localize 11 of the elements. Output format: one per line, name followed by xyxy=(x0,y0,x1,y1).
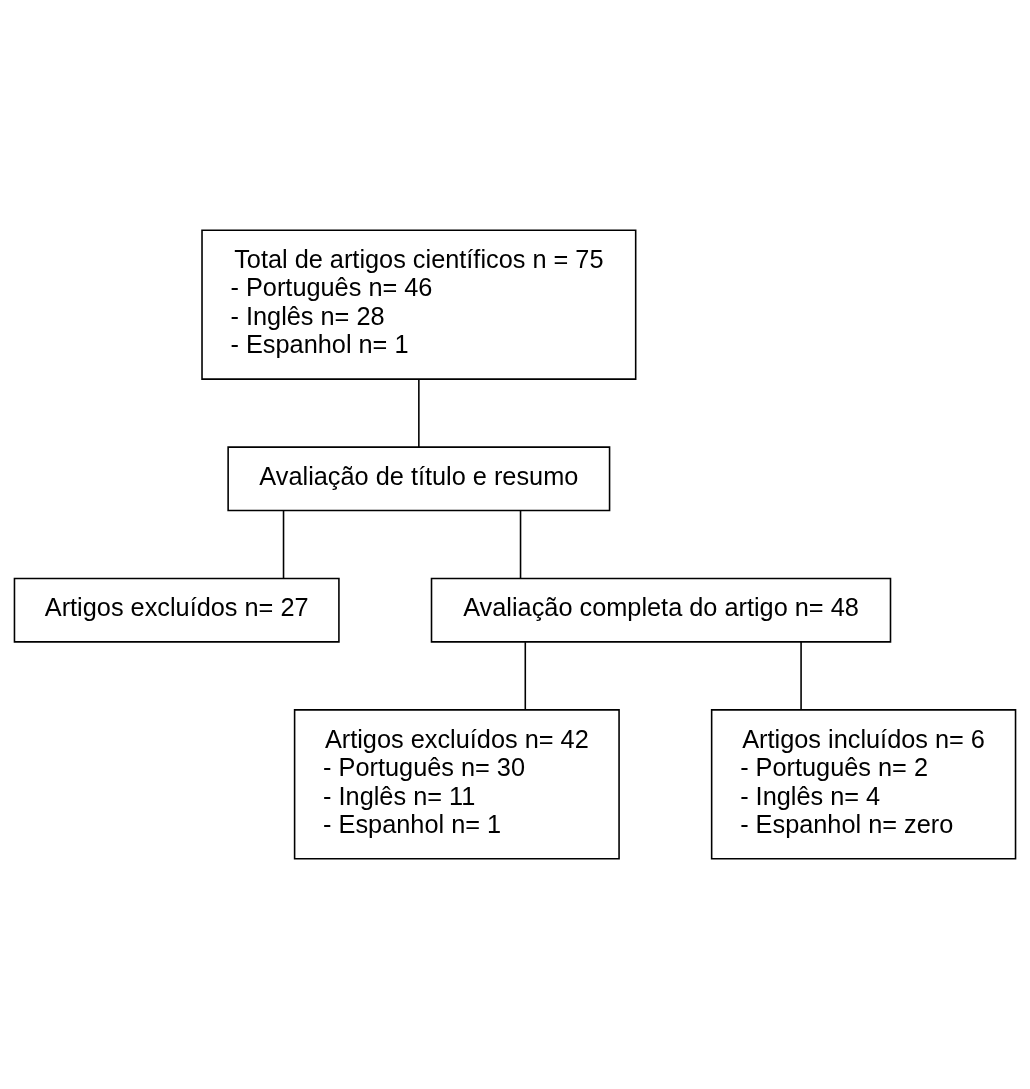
connector xyxy=(524,641,527,710)
connector xyxy=(519,509,522,579)
connector xyxy=(800,641,802,710)
node-box: Total de artigos científicos n = 75 - Português n= 46 - Inglês n= 28 - Espanhol n= 1 xyxy=(201,229,637,380)
node-box: Artigos incluídos n= 6 - Português n= 2 - Inglês n= 4 - Espanhol n= zero xyxy=(710,709,1017,860)
connector xyxy=(418,378,420,448)
node-box: Artigos excluídos n= 27 xyxy=(13,577,340,643)
node-box: Avaliação de título e resumo xyxy=(227,446,611,512)
node-box: Avaliação completa do artigo n= 48 xyxy=(430,577,892,643)
connector xyxy=(282,509,285,579)
node-box: Artigos excluídos n= 42 - Português n= 30 - Inglês n= 11 - Espanhol n= 1 xyxy=(293,709,620,860)
